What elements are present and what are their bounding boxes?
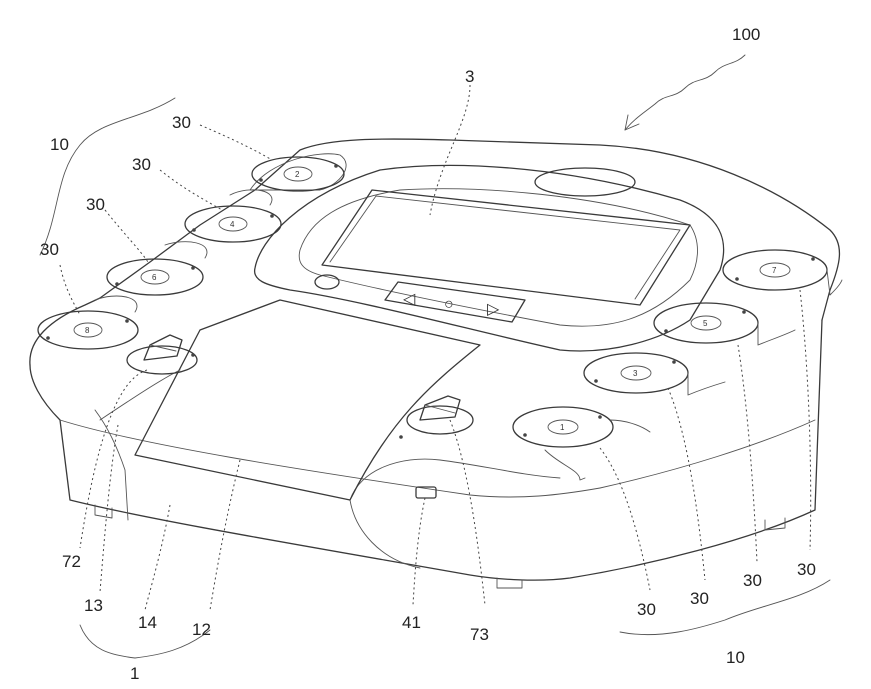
leader-30-l1	[200, 125, 272, 160]
label-41: 41	[402, 613, 421, 632]
bracket-10-left	[40, 98, 175, 255]
label-72: 72	[62, 552, 81, 571]
pad-number: 4	[230, 220, 235, 229]
right-pad-group: 1 3 5 7	[513, 250, 842, 480]
label-100: 100	[732, 25, 760, 44]
front-recess	[350, 459, 560, 500]
label-1: 1	[130, 664, 139, 683]
front-recess-lower	[350, 500, 420, 568]
label-30-r4: 30	[797, 560, 816, 579]
handle-recess	[535, 168, 635, 196]
leader-30-l2	[160, 170, 222, 210]
label-30-l1: 30	[172, 113, 191, 132]
leader-30-l3	[105, 210, 148, 262]
pad-left-4: 4	[185, 190, 281, 242]
leader-30-l4	[60, 265, 80, 315]
housing-top-outline	[30, 139, 840, 365]
screw-hole	[399, 435, 403, 439]
pad-right-7: 7	[723, 250, 842, 295]
pad-left-6: 6	[107, 242, 207, 295]
housing-left-corner	[95, 410, 128, 520]
leader-30-r3	[738, 345, 757, 562]
reference-labels: 100 3 10 30 30 30 30 72 13 14 12 1 41 73…	[40, 25, 816, 683]
label-13: 13	[84, 596, 103, 615]
display-bezel	[255, 165, 724, 351]
leader-30-r4	[800, 290, 811, 550]
pad-number: 6	[152, 273, 157, 282]
label-10-left: 10	[50, 135, 69, 154]
leader-72	[80, 370, 147, 548]
leader-41	[413, 498, 425, 605]
pad-right-5: 5	[654, 303, 795, 345]
pad-number: 7	[772, 266, 777, 275]
label-30-r2: 30	[690, 589, 709, 608]
label-30-l4: 30	[40, 240, 59, 259]
label-3: 3	[465, 67, 474, 86]
housing-front-lip	[60, 420, 600, 497]
label-30-l3: 30	[86, 195, 105, 214]
display-screen-inner	[330, 196, 680, 299]
display-unit: ◁ ○ ▷	[255, 165, 724, 351]
label-10-right: 10	[726, 648, 745, 667]
leader-3	[430, 85, 470, 215]
pad-number: 8	[85, 326, 90, 335]
device-body	[30, 139, 840, 588]
label-12: 12	[192, 620, 211, 639]
leader-73	[450, 420, 485, 605]
pad-number: 5	[703, 319, 708, 328]
label-14: 14	[138, 613, 157, 632]
lid-panel	[100, 300, 480, 500]
label-30-l2: 30	[132, 155, 151, 174]
pad-right-1: 1	[513, 407, 650, 480]
display-screen	[322, 190, 690, 305]
nav-left-button: ◁	[403, 291, 416, 308]
pad-number: 2	[295, 170, 300, 179]
knob-left	[127, 335, 197, 374]
pad-number: 1	[560, 423, 565, 432]
leader-lines	[40, 55, 830, 658]
label-30-r1: 30	[637, 600, 656, 619]
label-73: 73	[470, 625, 489, 644]
pad-right-3: 3	[584, 353, 725, 395]
leader-30-r2	[668, 388, 705, 580]
pad-left-2: 2	[250, 154, 346, 191]
leader-100	[625, 55, 745, 130]
leader-30-r1	[600, 448, 650, 590]
label-30-r3: 30	[743, 571, 762, 590]
nav-right-button: ▷	[487, 301, 500, 318]
nav-middle-button: ○	[444, 296, 454, 313]
leader-12	[210, 460, 240, 610]
screw-hole	[191, 353, 195, 357]
housing-right-side	[600, 420, 815, 488]
pad-number: 3	[633, 369, 638, 378]
